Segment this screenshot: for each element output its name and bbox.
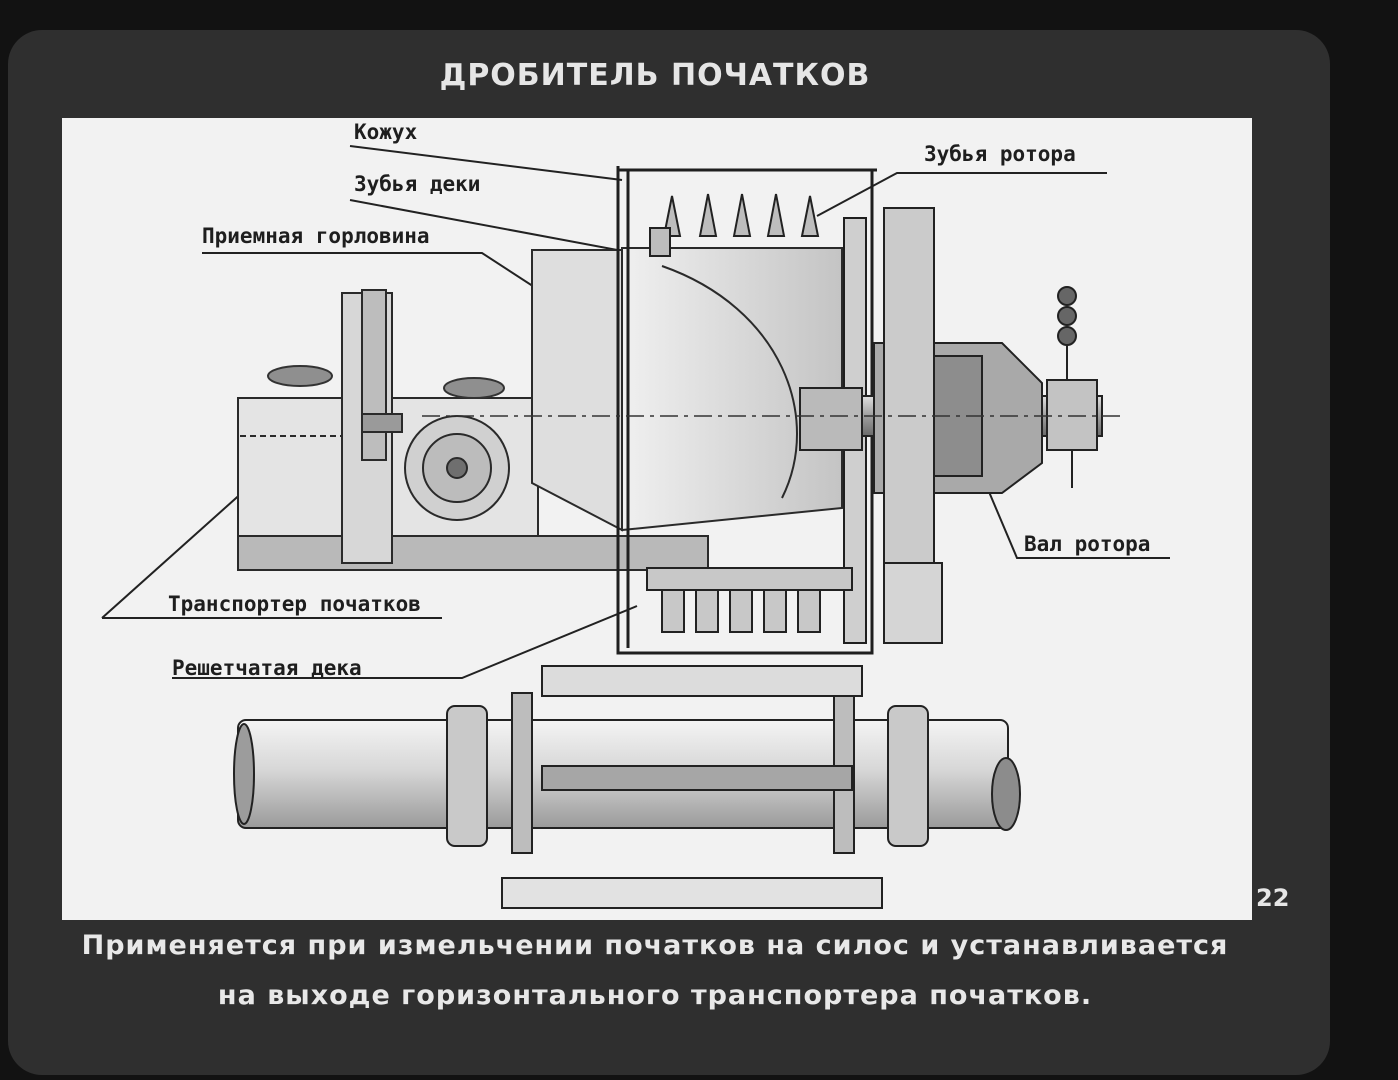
crusher-diagram xyxy=(101,145,1170,909)
label-rotor-teeth: Зубья ротора xyxy=(924,142,1076,166)
label-deck-teeth: Зубья деки xyxy=(354,172,481,196)
rotor-teeth-top xyxy=(649,193,820,257)
label-rotor-shaft: Вал ротора xyxy=(1024,532,1151,556)
label-grate-deck: Решетчатая дека xyxy=(172,656,362,680)
corn-ear-2 xyxy=(443,377,505,399)
caption-line-1: Применяется при измельчении початков на … xyxy=(81,930,1229,961)
label-ear-conveyor: Транспортер початков xyxy=(168,592,421,616)
slide-title: ДРОБИТЕЛЬ ПОЧАТКОВ xyxy=(439,58,871,93)
drive-pipe xyxy=(233,665,1021,909)
corn-ear-1 xyxy=(267,365,333,387)
label-intake-neck: Приемная горловина xyxy=(202,224,430,248)
caption-line-2: на выходе горизонтального транспортера п… xyxy=(217,980,1093,1011)
page-number: 22 xyxy=(1256,884,1290,912)
diagram-panel: Кожух Зубья деки Приемная горловина Зубь… xyxy=(62,118,1252,920)
rotor-shaft xyxy=(799,207,1103,644)
label-casing: Кожух xyxy=(354,120,418,144)
grate-deck xyxy=(646,567,853,633)
intake-cone xyxy=(531,247,843,532)
